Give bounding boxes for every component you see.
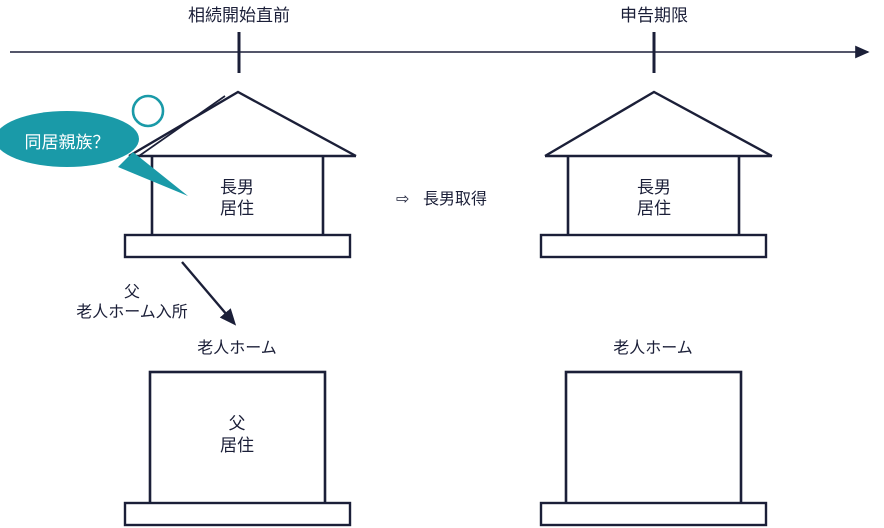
house-after-line2: 居住 bbox=[637, 199, 671, 218]
nursing-home-before-line1: 父 bbox=[228, 414, 246, 433]
nursing-home-before bbox=[123, 370, 352, 527]
nursing-home-before-base bbox=[123, 501, 352, 527]
house-before-line1: 長男 bbox=[220, 178, 254, 197]
nursing-home-after bbox=[539, 370, 768, 527]
move-note-line1: 父 bbox=[123, 284, 140, 301]
nursing-home-before-line2: 居住 bbox=[220, 436, 254, 455]
timeline-axis bbox=[10, 32, 870, 73]
timeline-label-2: 申告期限 bbox=[620, 6, 688, 25]
house-before-roof bbox=[128, 90, 357, 158]
nursing-home-after-body bbox=[564, 370, 743, 510]
annotation-callout bbox=[0, 94, 226, 196]
transfer-label: 長男取得 bbox=[423, 191, 488, 208]
move-note-line2: 老人ホーム入所 bbox=[76, 304, 188, 321]
house-before-line2: 居住 bbox=[220, 199, 254, 218]
house-after-base bbox=[539, 233, 768, 259]
nursing-home-before-caption: 老人ホーム bbox=[197, 340, 277, 357]
timeline-label-1: 相続開始直前 bbox=[188, 6, 290, 25]
house-after bbox=[539, 90, 773, 259]
speech-bubble bbox=[0, 111, 139, 167]
nursing-home-after-base bbox=[539, 501, 768, 527]
house-after-line1: 長男 bbox=[637, 178, 671, 197]
move-arrow-icon bbox=[181, 261, 237, 326]
nursing-home-before-body bbox=[148, 370, 327, 510]
speech-bubble-label: 同居親族？ bbox=[24, 133, 110, 152]
nursing-home-after-caption: 老人ホーム bbox=[613, 340, 693, 357]
house-after-roof bbox=[544, 90, 773, 158]
circle-highlight-icon bbox=[131, 94, 165, 128]
transfer-symbol-icon: ⇨ bbox=[396, 191, 410, 208]
callout-leader-line bbox=[138, 95, 226, 157]
bubble-tail bbox=[118, 152, 188, 196]
house-before-base bbox=[123, 233, 352, 259]
